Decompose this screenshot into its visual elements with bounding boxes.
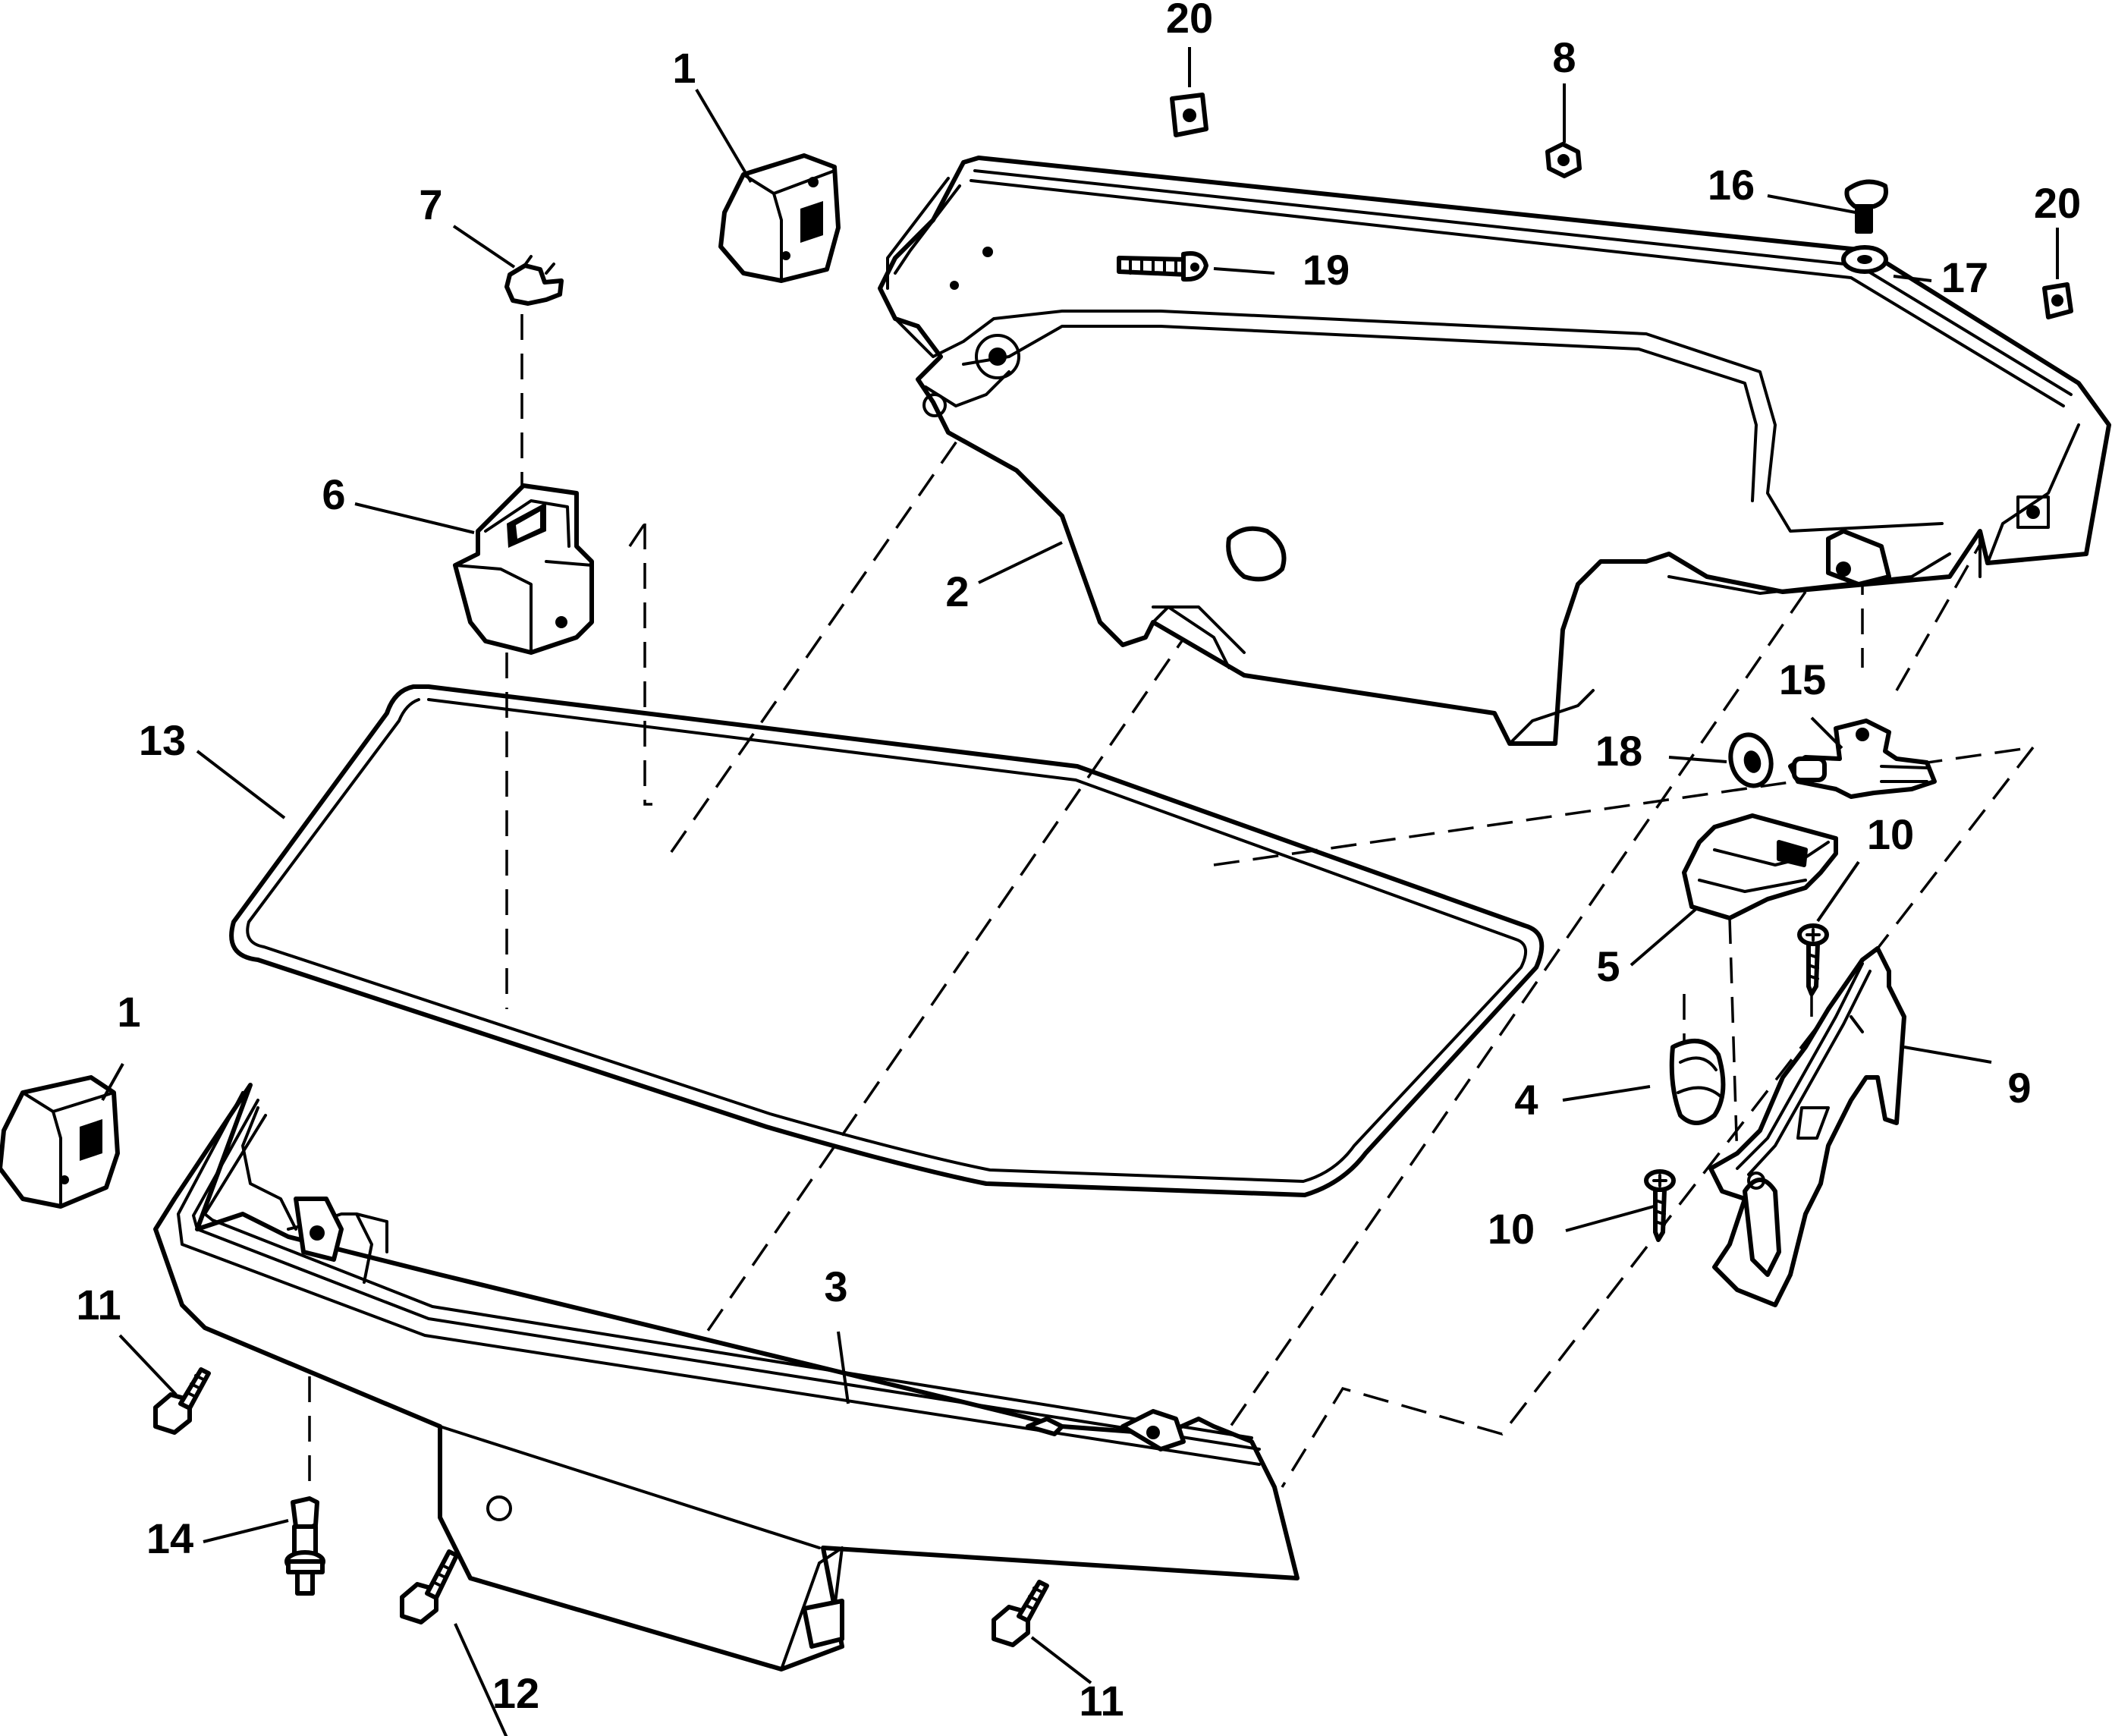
callout-6: 6 bbox=[322, 470, 345, 518]
lower-cover-part-3 bbox=[153, 1083, 1300, 1672]
plug-part-4 bbox=[1669, 1039, 1726, 1125]
callout-11-left: 11 bbox=[76, 1281, 121, 1329]
seal-part-13 bbox=[229, 684, 1545, 1197]
callout-4: 4 bbox=[1514, 1076, 1538, 1124]
callout-20-right: 20 bbox=[2034, 179, 2081, 227]
callout-19: 19 bbox=[1303, 246, 1350, 294]
grommet-part-18 bbox=[1728, 732, 1774, 788]
bolt-part-11-left bbox=[153, 1367, 211, 1435]
valve-part-15 bbox=[1788, 719, 1937, 799]
callout-labels: 20 8 1 16 20 7 19 17 6 2 15 13 18 10 5 1… bbox=[76, 0, 2081, 1725]
upper-cover-part-2 bbox=[878, 156, 2111, 746]
stud-part-14 bbox=[284, 1496, 325, 1596]
callout-10-top: 10 bbox=[1867, 810, 1914, 858]
cover-plate-part-5 bbox=[1682, 813, 1838, 920]
nut-part-20-right bbox=[2042, 282, 2073, 319]
callout-1-bottom: 1 bbox=[117, 988, 140, 1036]
screw-part-10-lower bbox=[1644, 1169, 1676, 1242]
callout-10-bottom: 10 bbox=[1488, 1205, 1535, 1253]
washer-part-17 bbox=[1841, 245, 1888, 274]
callout-3: 3 bbox=[824, 1263, 847, 1310]
callout-8: 8 bbox=[1552, 33, 1576, 81]
callout-16: 16 bbox=[1708, 161, 1755, 209]
screw-part-19 bbox=[1117, 251, 1208, 282]
leader-lines bbox=[101, 47, 2059, 1736]
callout-20-top: 20 bbox=[1166, 0, 1213, 42]
nut-part-8 bbox=[1545, 142, 1582, 178]
screw-part-10-upper bbox=[1797, 923, 1829, 996]
screw-part-16 bbox=[1844, 179, 1888, 234]
callout-9: 9 bbox=[2007, 1064, 2031, 1112]
callout-5: 5 bbox=[1596, 942, 1620, 990]
callout-15: 15 bbox=[1779, 656, 1826, 703]
callout-2: 2 bbox=[945, 568, 969, 615]
callout-13: 13 bbox=[139, 716, 186, 764]
bolt-part-11-right bbox=[992, 1580, 1049, 1647]
callout-18: 18 bbox=[1595, 727, 1642, 775]
callout-14: 14 bbox=[146, 1514, 193, 1562]
callout-11-right: 11 bbox=[1079, 1677, 1124, 1725]
clip-part-7 bbox=[504, 255, 564, 306]
latch-bracket-part-6 bbox=[453, 483, 594, 655]
callout-12: 12 bbox=[492, 1669, 539, 1717]
bolt-part-12 bbox=[400, 1549, 459, 1624]
callout-7: 7 bbox=[419, 181, 442, 228]
callout-17: 17 bbox=[1941, 253, 1988, 301]
callout-1-top: 1 bbox=[672, 44, 696, 92]
bumper-part-1-lower bbox=[0, 1075, 120, 1209]
handle-part-9 bbox=[1708, 946, 1906, 1307]
bumper-part-1-upper bbox=[718, 153, 841, 283]
nut-part-20-left bbox=[1170, 93, 1208, 137]
